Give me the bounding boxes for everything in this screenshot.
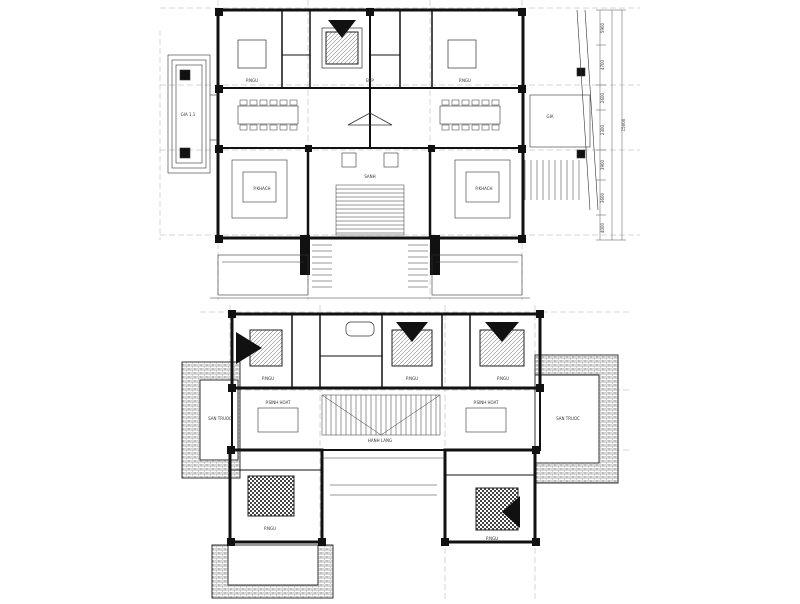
lower-columns [227, 310, 544, 546]
living-sofas [231, 152, 511, 219]
dimension-label: 5900 [600, 22, 605, 33]
front-steps [312, 244, 428, 288]
upper-floor-plan: 5900 4700 15000 2600 2300 3900 3600 4000 [159, 0, 640, 300]
room-label: BEP [366, 78, 374, 83]
dimension-label: 3600 [600, 192, 605, 203]
right-terrace [529, 9, 599, 211]
room-label: P.NGU [459, 78, 471, 83]
room-label: P.KHACH [475, 186, 492, 191]
room-label: P.NGU [406, 376, 418, 381]
right-steps [524, 160, 580, 200]
brick-wings [181, 354, 619, 599]
lounge-furniture [257, 407, 507, 433]
room-label: P.KHACH [253, 186, 270, 191]
room-label: GIA 1.1 [181, 112, 196, 117]
room-label: P.NGU [264, 526, 276, 531]
dimension-chain [596, 9, 626, 241]
dimension-label: 4700 [600, 59, 605, 70]
lower-walls [228, 312, 542, 544]
room-label: P.NGU [497, 376, 509, 381]
front-connector [322, 457, 445, 496]
room-label: SAN TRUOC [208, 416, 232, 421]
room-label: SAN TRUOC [556, 416, 580, 421]
front-porch [210, 254, 530, 299]
upper-room-labels: GIA 1.1 GIA P.KHACH P.NGU P.NGU P.KHACH SANH BE… [181, 78, 554, 191]
dimension-label: 2300 [600, 124, 605, 135]
room-label: HANH LANG [368, 438, 392, 443]
main-stair [335, 184, 405, 236]
lower-stair [321, 394, 441, 436]
lower-beds [236, 322, 525, 531]
dimension-label: 15000 [621, 118, 626, 131]
room-label: P.SINH HOAT [473, 400, 499, 405]
chairs [239, 99, 500, 131]
dimension-label: 2600 [600, 92, 605, 103]
room-label: P.NGU [246, 78, 258, 83]
room-label: P.SINH HOAT [265, 400, 291, 405]
lower-floor-plan: SAN TRUOC SAN TRUOC P.NGU P.NGU P.NGU P.NGU P.… [181, 305, 630, 600]
dimension-label: 3900 [600, 159, 605, 170]
dimension-label: 4000 [600, 222, 605, 233]
left-terrace [167, 54, 218, 174]
stair-symbol [325, 20, 359, 65]
room-label: P.NGU [486, 536, 498, 541]
dimension-labels: 5900 4700 15000 2600 2300 3900 3600 4000 [600, 22, 626, 233]
room-label: SANH [364, 174, 375, 179]
dining-tables [237, 105, 501, 125]
lower-room-labels: SAN TRUOC SAN TRUOC P.NGU P.NGU P.NGU P.NGU P.… [208, 376, 580, 541]
room-label: P.NGU [262, 376, 274, 381]
room-label: GIA [546, 114, 553, 119]
